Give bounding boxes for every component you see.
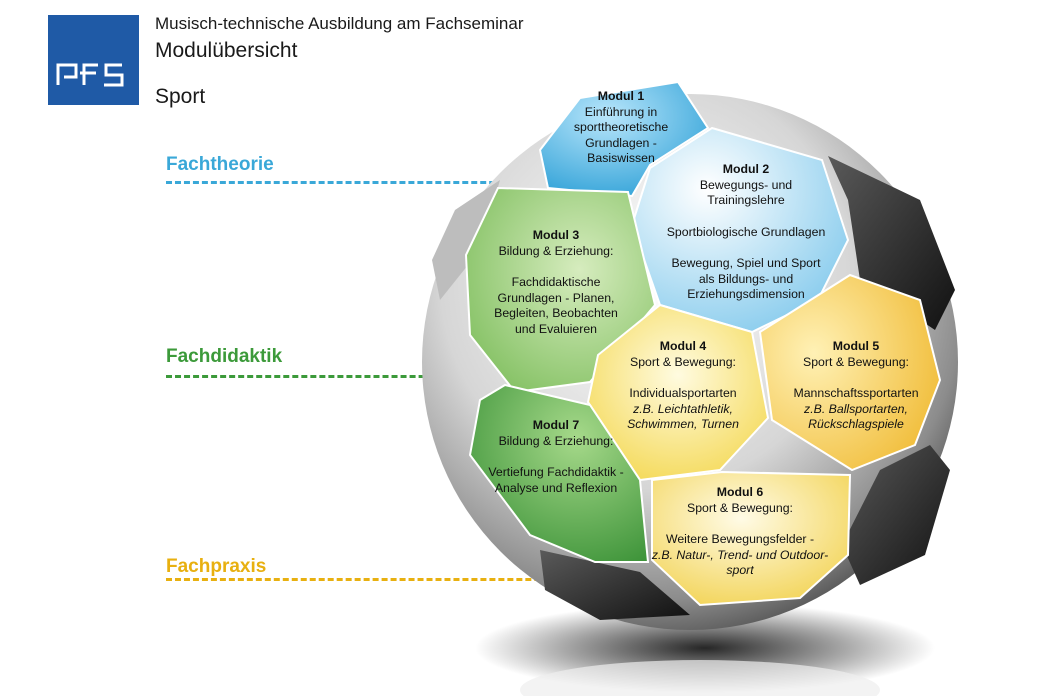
module-3-line: Fachdidaktische [511,275,601,289]
module-4-line: Individualsportarten [629,386,737,400]
module-2-line: Trainingslehre [707,193,785,207]
header-subtitle: Musisch-technische Ausbildung am Fachsem… [155,14,524,33]
module-4-line: Sport & Bewegung: [630,354,736,369]
module-3-line: Bildung & Erziehung: [498,243,614,258]
grey-patch-left [432,180,500,300]
pfs-logo-icon [48,15,139,105]
category-fachtheorie-label: Fachtheorie [166,154,274,175]
module-5-example: z.B. Ballsportarten, [804,401,908,416]
header-subject: Sport [155,85,206,108]
black-patch-right-bottom [842,445,950,585]
module-6-line: Weitere Bewegungsfelder - [665,532,815,546]
module-4-example: Schwimmen, Turnen [627,417,739,431]
module-6-example: z.B. Natur-, Trend- und Outdoor- [651,547,829,562]
module-7-patch [468,383,650,563]
module-4-example: z.B. Leichtathletik, [633,401,733,416]
module-7: Modul 7 Bildung & Erziehung: Vertiefung … [478,418,634,496]
module-7-line: Bildung & Erziehung: [498,433,614,448]
module-5: Modul 5 Sport & Bewegung: Mannschaftsspo… [784,339,928,433]
module-3-line: und Evaluieren [514,321,598,336]
module-3-line: Grundlagen - Planen, [497,290,615,305]
module-6-title: Modul 6 [716,485,764,499]
module-1-title: Modul 1 [597,89,645,103]
module-4-patch [586,303,770,482]
module-2-title: Modul 2 [722,162,770,176]
category-fachtheorie-line [166,181,576,184]
module-5-line: Mannschaftssportarten [793,386,919,400]
module-1-line: sporttheoretische [573,120,669,134]
module-1-line: Einführung in [584,104,658,119]
module-2-line: als Bildungs- und [698,271,794,286]
category-fachpraxis-label: Fachpraxis [166,556,267,577]
module-2-line: Bewegungs- und [699,177,793,192]
module-2: Modul 2 Bewegungs- und Trainingslehre Sp… [652,162,840,303]
module-6-patch [651,470,852,607]
module-1-line: Basiswissen [587,151,655,165]
module-2-line: Sportbiologische Grundlagen [666,224,826,239]
module-2-line: Bewegung, Spiel und Sport [671,256,821,270]
module-3-line: Begleiten, Beobachten [494,306,618,320]
module-1-patch [538,80,710,198]
category-fachpraxis-line [166,578,711,581]
header-title: Modulübersicht [155,39,298,62]
module-6: Modul 6 Sport & Bewegung: Weitere Bewegu… [640,485,840,579]
module-5-title: Modul 5 [832,339,880,353]
module-4-title: Modul 4 [659,339,707,353]
module-7-line: Analyse und Reflexion [494,480,618,495]
module-7-line: Vertiefung Fachdidaktik - [488,465,624,479]
module-5-patch [758,273,942,472]
module-1: Modul 1 Einführung in sporttheoretische … [546,89,696,167]
module-2-line: Erziehungsdimension [687,287,805,301]
black-patch-right-top [828,156,955,330]
ball-reflection [520,660,880,696]
module-6-example: sport [726,563,754,577]
module-3-patch [464,186,657,394]
module-5-line: Sport & Bewegung: [803,354,909,369]
category-fachdidaktik-label: Fachdidaktik [166,346,283,367]
module-3: Modul 3 Bildung & Erziehung: Fachdidakti… [476,228,636,337]
module-1-line: Grundlagen - [585,135,657,150]
module-6-line: Sport & Bewegung: [687,500,793,515]
category-fachdidaktik-line [166,375,596,378]
module-7-title: Modul 7 [532,418,580,432]
pfs-logo [48,15,139,105]
module-4: Modul 4 Sport & Bewegung: Individualspor… [608,339,758,433]
black-patch-bottom [540,550,690,620]
module-3-title: Modul 3 [532,228,580,242]
module-5-example: Rückschlagspiele [808,417,904,431]
